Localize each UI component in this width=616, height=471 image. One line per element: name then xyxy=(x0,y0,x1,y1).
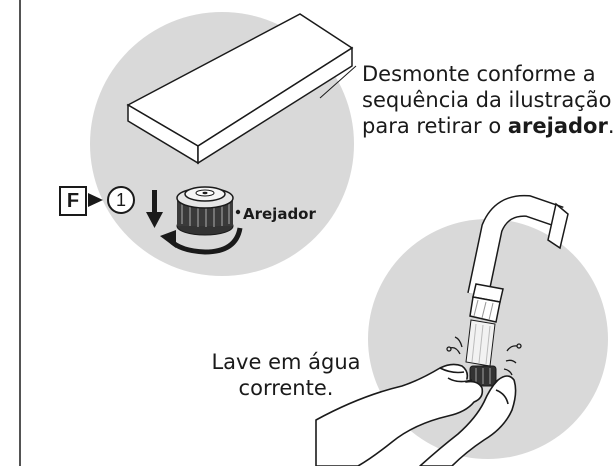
instruction-line-2: sequência da ilustração xyxy=(362,88,612,112)
instruction-line-3-suffix: . xyxy=(607,114,615,138)
instruction-bold-word: arejador xyxy=(507,114,608,138)
wash-line-1: Lave em água xyxy=(211,350,361,374)
hands-illustration xyxy=(315,363,517,467)
step-letter-badge: F xyxy=(59,186,87,216)
aerator-label: Arejador xyxy=(243,205,316,223)
callout-leader-line xyxy=(319,65,357,99)
label-bullet xyxy=(235,209,241,215)
wash-line-2: corrente. xyxy=(238,376,334,400)
instruction-line-1: Desmonte conforme a xyxy=(362,62,596,86)
aerator-part xyxy=(176,186,234,236)
aerator-in-hand xyxy=(469,365,497,387)
rotate-arrow-icon xyxy=(160,227,243,255)
water-splash-icon xyxy=(446,336,522,376)
instruction-line-3-prefix: para retirar o xyxy=(362,114,508,138)
down-arrow-icon xyxy=(146,190,163,228)
step-number-badge: 1 xyxy=(107,186,135,214)
instruction-line-3: para retirar o arejador. xyxy=(362,113,615,139)
water-stream xyxy=(465,319,496,367)
disassembly-instruction: Desmonte conforme a sequência da ilustra… xyxy=(362,61,615,139)
step-arrow-icon xyxy=(88,193,103,207)
washing-instruction: Lave em água corrente. xyxy=(196,349,376,401)
faucet-spout xyxy=(467,194,569,323)
countertop-slab xyxy=(126,13,354,165)
